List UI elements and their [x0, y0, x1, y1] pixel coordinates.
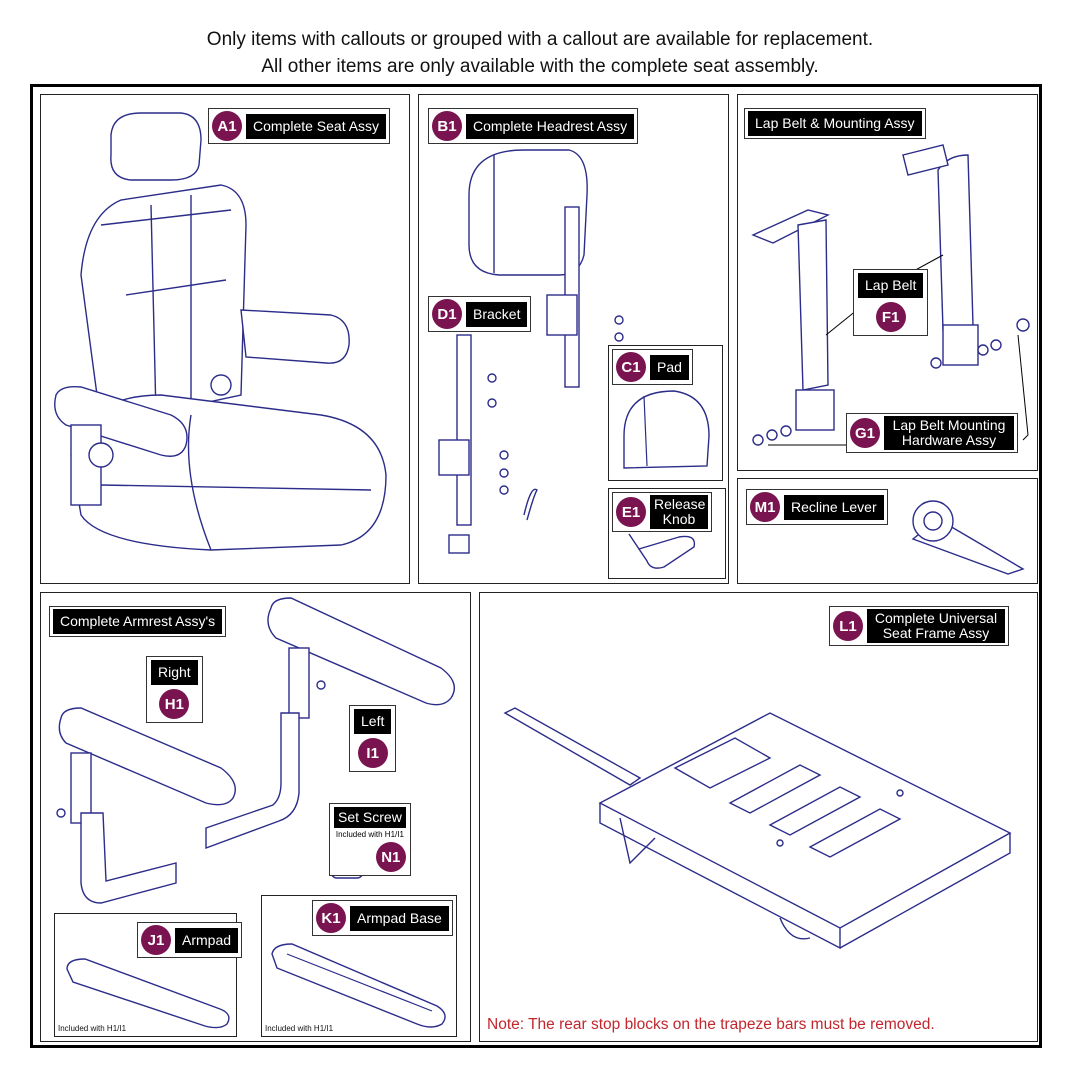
- badge-e1: E1: [616, 497, 646, 527]
- callout-c1[interactable]: C1 Pad: [612, 349, 693, 385]
- callout-f1[interactable]: Lap Belt F1: [853, 269, 929, 336]
- badge-g1: G1: [850, 418, 880, 448]
- badge-h1: H1: [159, 689, 190, 719]
- panel-seat-frame: L1 Complete Universal Seat Frame Assy No…: [479, 592, 1038, 1042]
- callout-l1[interactable]: L1 Complete Universal Seat Frame Assy: [829, 606, 1009, 646]
- lap-belt-illustration: [751, 144, 1030, 446]
- callout-armrest[interactable]: Complete Armrest Assy's: [49, 606, 227, 637]
- headrest-illustration: [438, 149, 624, 554]
- panel-armrest: Complete Armrest Assy's Right H1 Left I1…: [40, 592, 471, 1042]
- callout-k1[interactable]: K1 Armpad Base: [312, 900, 453, 936]
- badge-m1: M1: [750, 492, 780, 522]
- label-n1: Set Screw: [334, 807, 406, 828]
- seat-frame-illustration: [503, 707, 1012, 950]
- label-b1: Complete Headrest Assy: [466, 113, 635, 139]
- panel-armpad-base: K1 Armpad Base Included with H1/I1: [261, 895, 457, 1037]
- label-h1: Right: [151, 660, 198, 685]
- badge-k1: K1: [316, 903, 346, 933]
- badge-l1: L1: [833, 611, 863, 641]
- badge-i1: I1: [357, 738, 388, 768]
- header-line-2: All other items are only available with …: [261, 56, 819, 77]
- callout-g1[interactable]: G1 Lap Belt Mounting Hardware Assy: [846, 413, 1018, 453]
- header: Only items with callouts or grouped with…: [0, 26, 1080, 80]
- header-line-1: Only items with callouts or grouped with…: [206, 29, 874, 50]
- panel-recline-lever: M1 Recline Lever: [737, 478, 1038, 584]
- badge-j1: J1: [141, 925, 171, 955]
- badge-c1: C1: [616, 352, 646, 382]
- armpad-illustration: [66, 958, 230, 1029]
- badge-a1: A1: [212, 111, 242, 141]
- recline-lever-illustration: [911, 500, 1025, 575]
- pad-illustration: [623, 390, 710, 469]
- panel-seat: A1 Complete Seat Assy: [40, 94, 410, 584]
- callout-b1[interactable]: B1 Complete Headrest Assy: [428, 108, 639, 144]
- callout-i1[interactable]: Left I1: [349, 705, 397, 772]
- label-f1: Lap Belt: [858, 273, 924, 298]
- footnote-k1: Included with H1/I1: [265, 1024, 334, 1033]
- label-l1: Complete Universal Seat Frame Assy: [867, 609, 1005, 643]
- label-j1: Armpad: [175, 927, 239, 953]
- label-g1: Lap Belt Mounting Hardware Assy: [884, 416, 1014, 450]
- label-c1: Pad: [650, 354, 689, 380]
- diagram-frame: [30, 84, 1042, 1048]
- callout-e1[interactable]: E1 Release Knob: [612, 492, 712, 532]
- panel-release-knob: E1 Release Knob: [608, 488, 726, 579]
- sublabel-n1: Included with H1/I1: [335, 830, 404, 839]
- badge-n1: N1: [375, 842, 406, 872]
- note-text: Note: The rear stop blocks on the trapez…: [487, 1016, 935, 1033]
- panel-headrest: B1 Complete Headrest Assy D1 Bracket C1 …: [418, 94, 729, 584]
- label-a1: Complete Seat Assy: [246, 113, 387, 139]
- badge-d1: D1: [432, 299, 462, 329]
- footnote-j1: Included with H1/I1: [58, 1024, 127, 1033]
- label-d1: Bracket: [466, 301, 528, 327]
- callout-j1[interactable]: J1 Armpad: [137, 922, 243, 958]
- seat-illustration: [54, 112, 387, 551]
- release-knob-illustration: [628, 533, 696, 569]
- label-armrest: Complete Armrest Assy's: [53, 609, 223, 634]
- panel-armpad: J1 Armpad Included with H1/I1: [54, 913, 243, 1037]
- callout-m1[interactable]: M1 Recline Lever: [746, 489, 888, 525]
- badge-b1: B1: [432, 111, 462, 141]
- badge-f1: F1: [875, 302, 906, 332]
- label-lap-belt-mounting: Lap Belt & Mounting Assy: [748, 111, 922, 136]
- callout-a1[interactable]: A1 Complete Seat Assy: [208, 108, 391, 144]
- label-m1: Recline Lever: [784, 494, 884, 520]
- label-i1: Left: [354, 709, 392, 734]
- callout-h1[interactable]: Right H1: [146, 656, 203, 723]
- panel-lap-belt: Lap Belt & Mounting Assy Lap Belt F1 G1 …: [737, 94, 1038, 471]
- label-e1: Release Knob: [650, 495, 708, 529]
- label-k1: Armpad Base: [350, 905, 449, 931]
- callout-d1[interactable]: D1 Bracket: [428, 296, 532, 332]
- callout-lap-belt-mounting[interactable]: Lap Belt & Mounting Assy: [744, 108, 926, 139]
- panel-pad: C1 Pad: [608, 345, 723, 481]
- armpad-base-illustration: [271, 943, 446, 1028]
- callout-n1[interactable]: Set Screw Included with H1/I1 N1: [329, 803, 411, 876]
